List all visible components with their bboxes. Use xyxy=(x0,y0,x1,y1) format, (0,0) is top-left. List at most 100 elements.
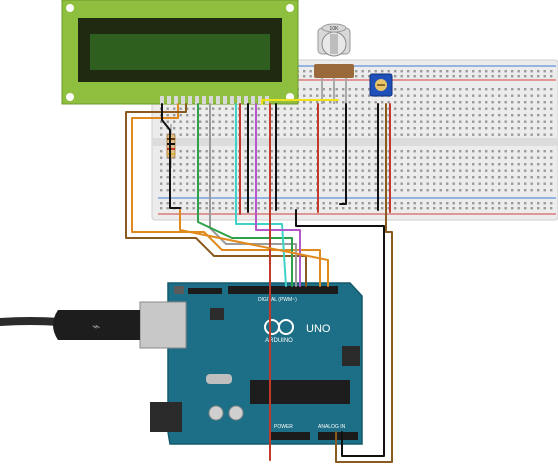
breadboard-hole xyxy=(296,127,299,130)
breadboard-hole xyxy=(530,120,533,123)
breadboard-hole xyxy=(303,127,306,130)
breadboard-hole xyxy=(400,150,403,153)
breadboard-hole xyxy=(186,114,189,117)
breadboard-hole xyxy=(530,169,533,172)
breadboard-hole xyxy=(472,75,475,78)
breadboard-hole xyxy=(426,107,429,110)
arduino-model-text: UNO xyxy=(306,323,331,335)
breadboard-hole xyxy=(472,88,475,91)
breadboard-hole xyxy=(517,127,520,130)
breadboard-hole xyxy=(498,127,501,130)
breadboard-hole xyxy=(296,163,299,166)
breadboard-hole xyxy=(472,202,475,205)
breadboard-hole xyxy=(530,101,533,104)
breadboard-hole xyxy=(309,107,312,110)
breadboard-hole xyxy=(394,202,397,205)
breadboard-hole xyxy=(452,120,455,123)
breadboard-hole xyxy=(218,114,221,117)
breadboard-hole xyxy=(355,182,358,185)
breadboard-hole xyxy=(459,120,462,123)
breadboard-hole xyxy=(277,156,280,159)
breadboard-hole xyxy=(485,70,488,73)
breadboard-hole xyxy=(491,176,494,179)
breadboard-hole xyxy=(485,127,488,130)
breadboard-hole xyxy=(160,202,163,205)
breadboard-hole xyxy=(244,107,247,110)
breadboard-hole xyxy=(329,133,332,136)
breadboard-hole xyxy=(264,182,267,185)
breadboard-hole xyxy=(322,133,325,136)
breadboard-hole xyxy=(316,88,319,91)
breadboard-hole xyxy=(459,114,462,117)
breadboard-hole xyxy=(530,207,533,210)
breadboard-hole xyxy=(251,114,254,117)
breadboard-hole xyxy=(446,127,449,130)
lcd-mount-hole xyxy=(286,4,294,12)
lcd-pin xyxy=(160,96,164,104)
breadboard-hole xyxy=(277,169,280,172)
breadboard-hole xyxy=(413,182,416,185)
breadboard-hole xyxy=(166,120,169,123)
breadboard-hole xyxy=(550,120,553,123)
breadboard-hole xyxy=(413,189,416,192)
breadboard-hole xyxy=(485,156,488,159)
breadboard-hole xyxy=(491,114,494,117)
breadboard-hole xyxy=(348,127,351,130)
breadboard-hole xyxy=(192,182,195,185)
digital-header-label: DIGITAL (PWM~) xyxy=(258,297,297,303)
breadboard-hole xyxy=(257,176,260,179)
breadboard-hole xyxy=(530,150,533,153)
breadboard-hole xyxy=(478,88,481,91)
breadboard-hole xyxy=(355,202,358,205)
breadboard-hole xyxy=(400,133,403,136)
breadboard-hole xyxy=(348,94,351,97)
breadboard-hole xyxy=(478,202,481,205)
breadboard-hole xyxy=(491,202,494,205)
breadboard-hole xyxy=(179,163,182,166)
breadboard-hole xyxy=(459,163,462,166)
breadboard-hole xyxy=(381,114,384,117)
breadboard-hole xyxy=(426,101,429,104)
lcd-pin xyxy=(230,96,234,104)
arduino-brand-text: ARDUINO xyxy=(265,338,293,344)
lcd-pin xyxy=(202,96,206,104)
breadboard-hole xyxy=(218,169,221,172)
breadboard-hole xyxy=(413,120,416,123)
breadboard-hole xyxy=(498,70,501,73)
breadboard-hole xyxy=(348,182,351,185)
breadboard-hole xyxy=(478,94,481,97)
breadboard-hole xyxy=(205,107,208,110)
breadboard-hole xyxy=(381,133,384,136)
breadboard-hole xyxy=(342,94,345,97)
breadboard-hole xyxy=(199,202,202,205)
breadboard-hole xyxy=(530,182,533,185)
breadboard-hole xyxy=(283,202,286,205)
breadboard-hole xyxy=(439,88,442,91)
breadboard-hole xyxy=(491,94,494,97)
breadboard-hole xyxy=(296,114,299,117)
breadboard-hole xyxy=(205,120,208,123)
breadboard-hole xyxy=(329,150,332,153)
usb-chip xyxy=(210,308,224,320)
breadboard-hole xyxy=(426,127,429,130)
breadboard-hole xyxy=(290,156,293,159)
breadboard-hole xyxy=(394,70,397,73)
breadboard-hole xyxy=(257,114,260,117)
breadboard-hole xyxy=(192,202,195,205)
breadboard-hole xyxy=(348,202,351,205)
breadboard-hole xyxy=(303,107,306,110)
potentiometer: 10K xyxy=(314,23,354,104)
breadboard-hole xyxy=(498,150,501,153)
breadboard-hole xyxy=(322,182,325,185)
breadboard-hole xyxy=(251,107,254,110)
breadboard-hole xyxy=(309,169,312,172)
breadboard-hole xyxy=(270,156,273,159)
breadboard-hole xyxy=(537,189,540,192)
breadboard-hole xyxy=(459,169,462,172)
breadboard-hole xyxy=(212,114,215,117)
breadboard-hole xyxy=(517,176,520,179)
breadboard-hole xyxy=(452,169,455,172)
breadboard-hole xyxy=(407,88,410,91)
breadboard-hole xyxy=(257,133,260,136)
breadboard-hole xyxy=(517,70,520,73)
